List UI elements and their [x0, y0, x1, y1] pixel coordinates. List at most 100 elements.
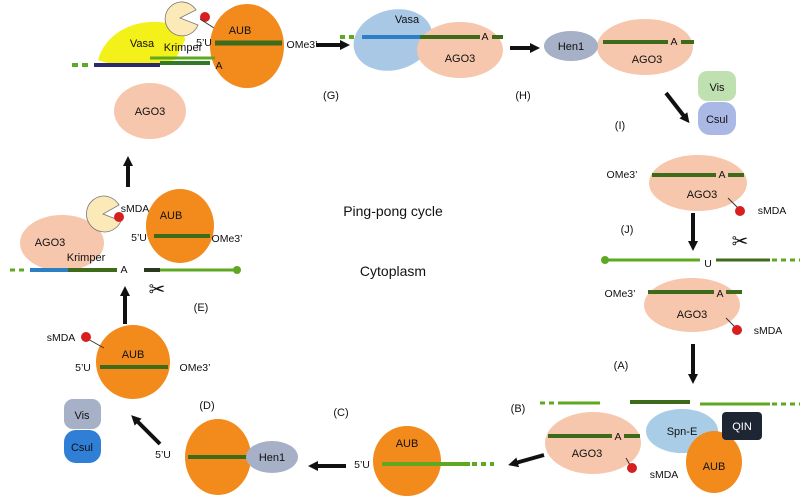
step-i: (I): [615, 120, 625, 132]
ome3-e2: OMe3’: [212, 233, 243, 245]
ago3-h-label: AGO3: [445, 53, 476, 65]
csul-top-label: Csul: [706, 114, 728, 126]
step-a: (A): [614, 360, 629, 372]
step-j: (J): [621, 224, 634, 236]
step-j-target: U: [601, 256, 800, 270]
csul-bottom: [64, 430, 101, 463]
krimper-g-label: Krimper: [164, 42, 203, 54]
scissors-j: ✂: [732, 231, 749, 253]
step-e: (E): [194, 302, 209, 314]
ago3-b-label: AGO3: [572, 448, 603, 460]
hen1-d: [246, 441, 298, 473]
ome3-e1: OMe3’: [180, 362, 211, 374]
step-b: (B): [511, 403, 526, 415]
a-j1: A: [718, 169, 725, 181]
five-u-g: 5’U: [196, 37, 212, 49]
smda-b: [627, 463, 637, 473]
five-u-e1: 5’U: [75, 362, 91, 374]
smda-e1-label: sMDA: [47, 332, 76, 344]
ome3-j1: OMe3’: [607, 169, 638, 181]
ago3-j2: [644, 278, 740, 332]
smda-j2: [732, 325, 742, 335]
csul-bottom-label: Csul: [71, 442, 93, 454]
smda-e1: [81, 332, 91, 342]
aub-e1-label: AUB: [122, 349, 145, 361]
arrow-b-c: [508, 453, 545, 468]
smda-b-label: sMDA: [650, 469, 679, 481]
vis-bottom: [64, 399, 101, 429]
a-e: A: [120, 264, 127, 276]
aub-c-label: AUB: [396, 438, 419, 450]
step-hen1-ago3: AGO3 Hen1 A: [544, 19, 694, 75]
ago3-g-label: AGO3: [135, 106, 166, 118]
step-c: (C): [333, 407, 348, 419]
vasa-h-label: Vasa: [395, 14, 420, 26]
five-u-e2: 5’U: [131, 232, 147, 244]
aub-g: [210, 4, 284, 88]
step-g: (G): [323, 90, 339, 102]
ago3-b: [545, 412, 641, 474]
csul-top: [698, 102, 736, 135]
krimper-e-label: Krimper: [67, 252, 106, 264]
aub-b-label: AUB: [703, 461, 726, 473]
qin-b: [722, 412, 762, 440]
a-b: A: [614, 431, 621, 443]
vasa-h: [353, 9, 433, 71]
smda-j1-label: sMDA: [758, 205, 787, 217]
smda-g: [200, 12, 210, 22]
aub-e2: [146, 189, 214, 263]
step-d: (D): [199, 400, 214, 412]
aub-e1: [96, 325, 170, 399]
target-e-cap: [233, 266, 241, 274]
smda-g-link: [199, 18, 215, 29]
hen1-i: [544, 31, 598, 61]
vis-bottom-label: Vis: [74, 410, 90, 422]
step-a-ago3: AGO3 A OMe3’ sMDA: [605, 278, 783, 337]
a-g: A: [215, 60, 222, 72]
aub-e2-label: AUB: [160, 210, 183, 222]
step-h: (H): [515, 90, 530, 102]
step-b-complex: AGO3 A sMDA Spn-E AUB QIN: [540, 400, 800, 493]
arrow-i-j: [664, 91, 690, 124]
vis-top: [698, 71, 736, 101]
smda-j2-link: [725, 317, 736, 328]
aub-g-label: AUB: [229, 25, 252, 37]
five-u-c: 5’U: [354, 459, 370, 471]
krimper-e: [86, 195, 122, 233]
step-c-aub: AUB 5’U: [354, 426, 494, 496]
ago3-g: [114, 83, 186, 139]
hen1-d-label: Hen1: [259, 452, 285, 464]
center-subtitle: Cytoplasm: [360, 263, 426, 279]
a-i: A: [670, 36, 677, 48]
smda-j1-link: [727, 197, 739, 209]
a-j2: A: [716, 288, 723, 300]
arrow-d-e: [131, 415, 162, 446]
vasa-g: [98, 21, 185, 66]
qin-b-label: QIN: [732, 421, 752, 433]
smda-e2-label: sMDA: [121, 203, 150, 215]
a-h: A: [481, 31, 488, 43]
ago3-i: [597, 19, 693, 75]
ome3-g: OMe3’: [287, 39, 318, 51]
ome3-j2: OMe3’: [605, 288, 636, 300]
vis-top-label: Vis: [709, 82, 725, 94]
aub-b: [686, 431, 742, 493]
five-u-d: 5’U: [155, 449, 171, 461]
step-vasa-ago3: Vasa AGO3 A: [340, 9, 503, 78]
ago3-j1: [649, 155, 747, 211]
step-j-ago3-upper: AGO3 A OMe3’ sMDA: [607, 155, 787, 217]
ago3-e-label: AGO3: [35, 237, 66, 249]
krimper-g: [164, 1, 199, 37]
ago3-i-label: AGO3: [632, 54, 663, 66]
step-e-aub: AUB 5’U OMe3’ sMDA: [47, 325, 211, 399]
aub-c: [373, 426, 441, 496]
u-j: U: [704, 258, 712, 270]
ago3-e: [20, 215, 104, 271]
scissors-e: ✂: [149, 279, 166, 301]
step-d-aub-hen1: Hen1: [185, 419, 298, 495]
smda-e2: [114, 212, 124, 222]
ago3-h: [417, 22, 503, 78]
ago3-j2-label: AGO3: [677, 309, 708, 321]
smda-j2-label: sMDA: [754, 325, 783, 337]
vasa-g-label: Vasa: [130, 38, 155, 50]
